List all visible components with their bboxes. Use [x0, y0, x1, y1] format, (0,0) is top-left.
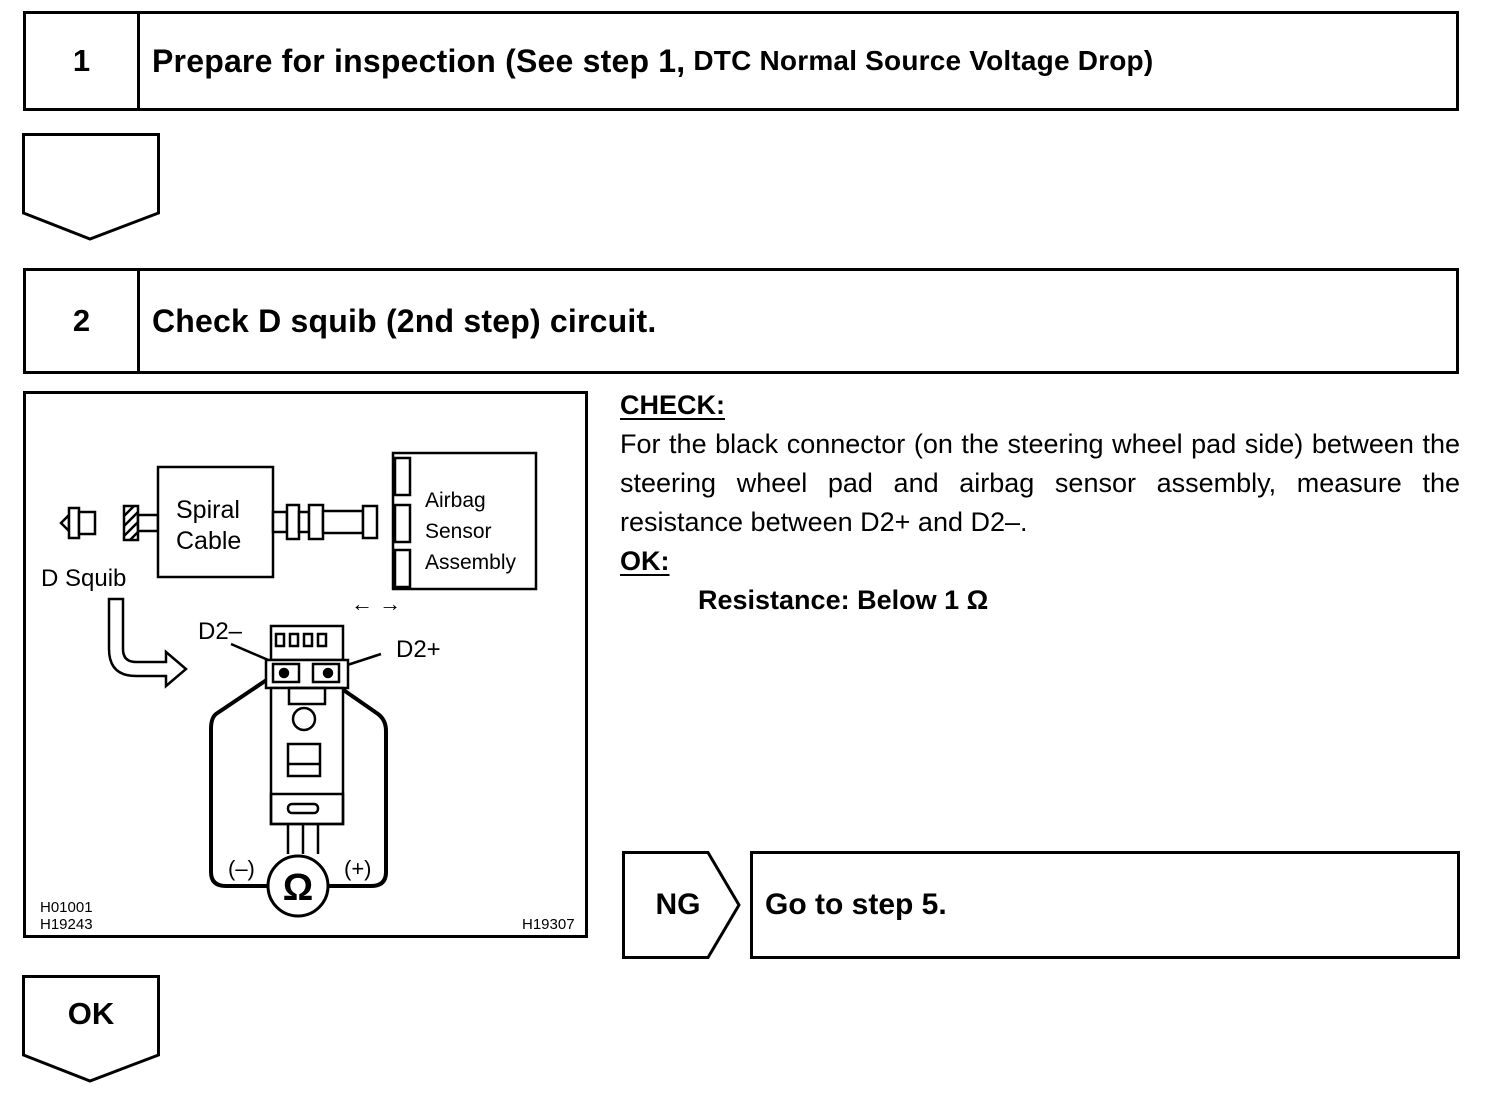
- check-heading: CHECK:: [620, 390, 725, 420]
- flow-down-arrow-icon: [22, 133, 160, 241]
- bent-arrow-icon: [107, 597, 188, 689]
- figure-code-2: H19243: [40, 916, 93, 933]
- figure-code-3: H19307: [522, 916, 575, 933]
- ok-down-arrow-icon: [22, 975, 160, 1083]
- step-2-title: Check D squib (2nd step) circuit.: [152, 302, 657, 339]
- separation-arrows-icon: ← →: [351, 591, 401, 616]
- label-probe-plus: (+): [344, 856, 372, 881]
- circuit-diagram-drawing: Spiral Cable Airbag Sensor Assembly D Sq…: [40, 451, 575, 933]
- step-1-title: Prepare for inspection (See step 1, DTC …: [140, 14, 1456, 108]
- airbag-sensor-box: [391, 451, 538, 591]
- label-d2-plus: D2+: [396, 636, 441, 663]
- step-1-number: 1: [26, 14, 140, 108]
- label-airbag: Airbag: [425, 489, 486, 512]
- label-d2-minus: D2–: [198, 618, 243, 645]
- check-instructions: For the black connector (on the steering…: [620, 429, 1460, 537]
- label-d-squib: D Squib: [41, 565, 126, 592]
- label-probe-minus: (–): [228, 856, 255, 881]
- ok-heading: OK:: [620, 546, 670, 576]
- mid-connector-icon: [307, 503, 325, 541]
- check-section: CHECK: For the black connector (on the s…: [620, 386, 1460, 620]
- ok-resistance-spec: Resistance: Below 1 Ω: [698, 585, 989, 615]
- ok-result-label: OK: [67, 996, 115, 1031]
- steering-pad-connector: [269, 624, 345, 662]
- ng-arrow-icon: [622, 851, 741, 959]
- circuit-diagram: Spiral Cable Airbag Sensor Assembly D Sq…: [23, 391, 588, 938]
- ohmmeter-icon: [266, 854, 330, 918]
- figure-code-1: H01001: [40, 899, 93, 916]
- ng-label: NG: [655, 888, 701, 921]
- step-1-title-main: Prepare for inspection (See step 1,: [152, 42, 686, 79]
- ng-result-row: NG Go to step 5.: [622, 851, 1460, 959]
- meter-lead-negative: [209, 677, 271, 888]
- step-1-title-dtc: DTC Normal Source Voltage Drop): [693, 45, 1154, 76]
- squib-connector-icon: [67, 506, 81, 540]
- label-sensor: Sensor: [425, 520, 492, 543]
- label-assembly: Assembly: [425, 551, 517, 574]
- label-spiral: Spiral: [176, 496, 240, 524]
- meter-lead-positive: [326, 677, 388, 888]
- step-2-number: 2: [26, 271, 140, 371]
- step-2-header: 2 Check D squib (2nd step) circuit.: [23, 268, 1459, 374]
- ohm-symbol-icon: Ω: [283, 867, 313, 909]
- step-1-header: 1 Prepare for inspection (See step 1, DT…: [23, 11, 1459, 111]
- ng-action: Go to step 5.: [750, 851, 1460, 959]
- label-cable: Cable: [176, 527, 241, 555]
